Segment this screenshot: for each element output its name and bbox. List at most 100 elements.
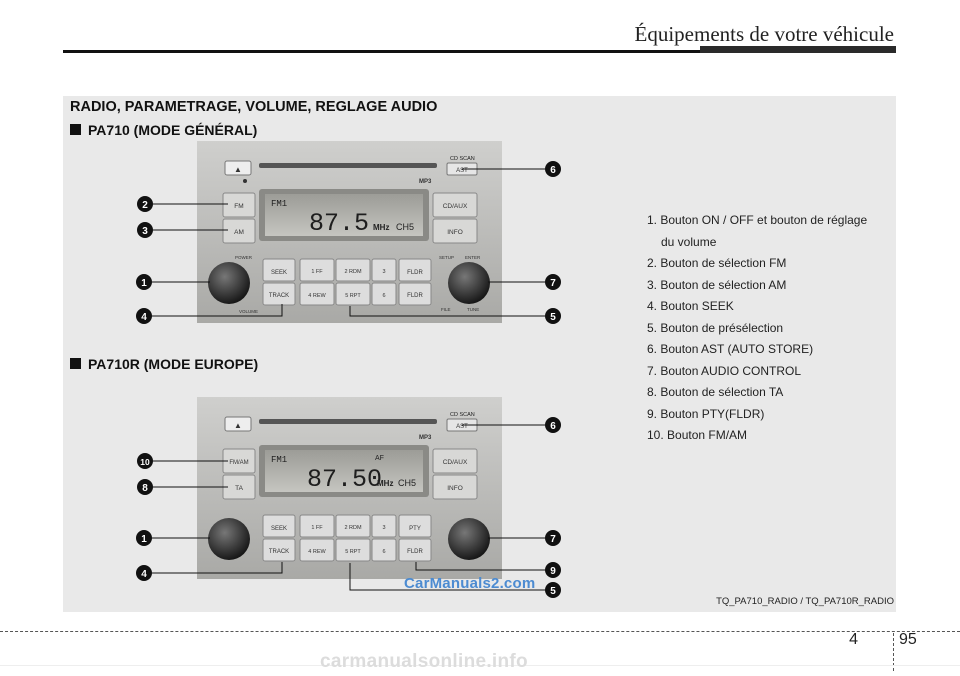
svg-text:INFO: INFO xyxy=(447,229,463,236)
header-rule xyxy=(63,50,896,53)
bottom-divider xyxy=(0,665,960,666)
callout-marker xyxy=(137,222,153,238)
callout-line xyxy=(152,304,283,317)
svg-text:TA: TA xyxy=(235,485,243,492)
svg-text:3: 3 xyxy=(142,226,148,237)
callout-marker xyxy=(545,308,561,324)
audio-control-knob[interactable] xyxy=(448,518,490,560)
seek-button[interactable] xyxy=(262,514,296,538)
svg-text:MHz: MHz xyxy=(377,479,393,488)
svg-text:4: 4 xyxy=(141,312,147,323)
preset-button[interactable] xyxy=(371,282,397,306)
svg-text:AM: AM xyxy=(234,229,244,236)
svg-text:4: 4 xyxy=(141,569,147,580)
svg-text:6: 6 xyxy=(382,293,385,299)
svg-text:FM/AM: FM/AM xyxy=(229,460,248,466)
square-bullet-icon xyxy=(70,358,81,369)
eject-button[interactable] xyxy=(224,160,252,176)
radio-pa710-image: ▲ CD SCAN AST MP3 FM AM FM1 87.5 MHz CH5… xyxy=(197,141,502,323)
legend-item: 2. Bouton de sélection FM xyxy=(647,256,787,270)
track-button[interactable] xyxy=(262,538,296,562)
info-button[interactable] xyxy=(432,218,478,244)
chapter-number: 4 xyxy=(849,631,858,648)
legend-item: 4. Bouton SEEK xyxy=(647,299,734,313)
svg-text:AF: AF xyxy=(375,455,384,462)
tune-knob[interactable] xyxy=(448,262,490,304)
svg-text:INFO: INFO xyxy=(447,485,463,492)
cd-aux-button[interactable] xyxy=(432,192,478,218)
preset-button[interactable] xyxy=(371,258,397,282)
eject-button[interactable] xyxy=(224,416,252,432)
svg-text:FLDR: FLDR xyxy=(407,270,423,276)
track-button[interactable] xyxy=(262,282,296,306)
preset-button[interactable] xyxy=(335,282,371,306)
svg-text:TUNE: TUNE xyxy=(467,307,479,312)
callout-marker xyxy=(545,530,561,546)
svg-text:6: 6 xyxy=(382,549,385,555)
square-bullet-icon xyxy=(70,124,81,135)
svg-text:MP3: MP3 xyxy=(419,179,432,185)
carmanuals-watermark: CarManuals2.com xyxy=(404,575,536,592)
preset-button[interactable] xyxy=(299,538,335,562)
svg-text:MHz: MHz xyxy=(373,223,389,232)
svg-text:SETUP: SETUP xyxy=(439,255,454,260)
svg-text:VOLUME: VOLUME xyxy=(239,309,258,314)
svg-text:6: 6 xyxy=(550,421,556,432)
svg-text:7: 7 xyxy=(550,534,556,545)
am-button[interactable] xyxy=(222,218,256,244)
callout-line xyxy=(415,562,545,571)
legend-item: 10. Bouton FM/AM xyxy=(647,428,748,442)
preset-button[interactable] xyxy=(299,258,335,282)
lcd-display xyxy=(265,194,423,236)
svg-text:TRACK: TRACK xyxy=(269,549,289,555)
preset-button[interactable] xyxy=(299,514,335,538)
cd-aux-button[interactable] xyxy=(432,448,478,474)
preset-button[interactable] xyxy=(299,282,335,306)
svg-text:SEEK: SEEK xyxy=(271,526,287,532)
fldr-down-button[interactable] xyxy=(398,282,432,306)
mode-europe-label: PA710R (MODE EUROPE) xyxy=(88,356,259,372)
svg-text:FM1: FM1 xyxy=(271,455,287,465)
fldr-button[interactable] xyxy=(398,538,432,562)
fldr-up-button[interactable] xyxy=(398,258,432,282)
callout-line xyxy=(349,563,545,591)
page-number-value: 95 xyxy=(899,631,917,648)
legend-item: 3. Bouton de sélection AM xyxy=(647,277,787,292)
pty-button[interactable] xyxy=(398,514,432,538)
preset-button[interactable] xyxy=(371,514,397,538)
volume-knob[interactable] xyxy=(208,262,250,304)
svg-text:8: 8 xyxy=(142,483,148,494)
preset-button[interactable] xyxy=(335,514,371,538)
legend-item: 6. Bouton AST (AUTO STORE) xyxy=(647,342,814,356)
seek-button[interactable] xyxy=(262,258,296,282)
callout-marker xyxy=(545,562,561,578)
fm-button[interactable] xyxy=(222,192,256,218)
info-button[interactable] xyxy=(432,474,478,500)
svg-text:CD/AUX: CD/AUX xyxy=(443,459,468,466)
svg-text:3: 3 xyxy=(382,269,385,275)
volume-knob[interactable] xyxy=(208,518,250,560)
callout-line xyxy=(152,562,283,574)
svg-text:5: 5 xyxy=(550,312,556,323)
svg-text:FLDR: FLDR xyxy=(407,549,423,555)
preset-button[interactable] xyxy=(335,538,371,562)
svg-text:5 RPT: 5 RPT xyxy=(345,549,361,555)
legend-item-continuation: du volume xyxy=(661,234,717,249)
svg-text:3: 3 xyxy=(382,525,385,531)
svg-text:CH5: CH5 xyxy=(396,222,414,232)
svg-text:10: 10 xyxy=(140,457,150,467)
svg-text:4 REW: 4 REW xyxy=(308,293,326,299)
page-number-separator xyxy=(893,633,894,671)
mode-general-label: PA710 (MODE GÉNÉRAL) xyxy=(88,122,258,138)
cd-slot xyxy=(259,163,437,168)
svg-text:CD/AUX: CD/AUX xyxy=(443,203,468,210)
preset-button[interactable] xyxy=(371,538,397,562)
callout-marker xyxy=(545,582,561,598)
callout-marker xyxy=(545,417,561,433)
mode-europe-title: PA710R (MODE EUROPE) xyxy=(70,356,258,372)
svg-text:5: 5 xyxy=(550,586,556,597)
callout-marker xyxy=(136,530,152,546)
preset-button[interactable] xyxy=(335,258,371,282)
callout-marker xyxy=(136,308,152,324)
